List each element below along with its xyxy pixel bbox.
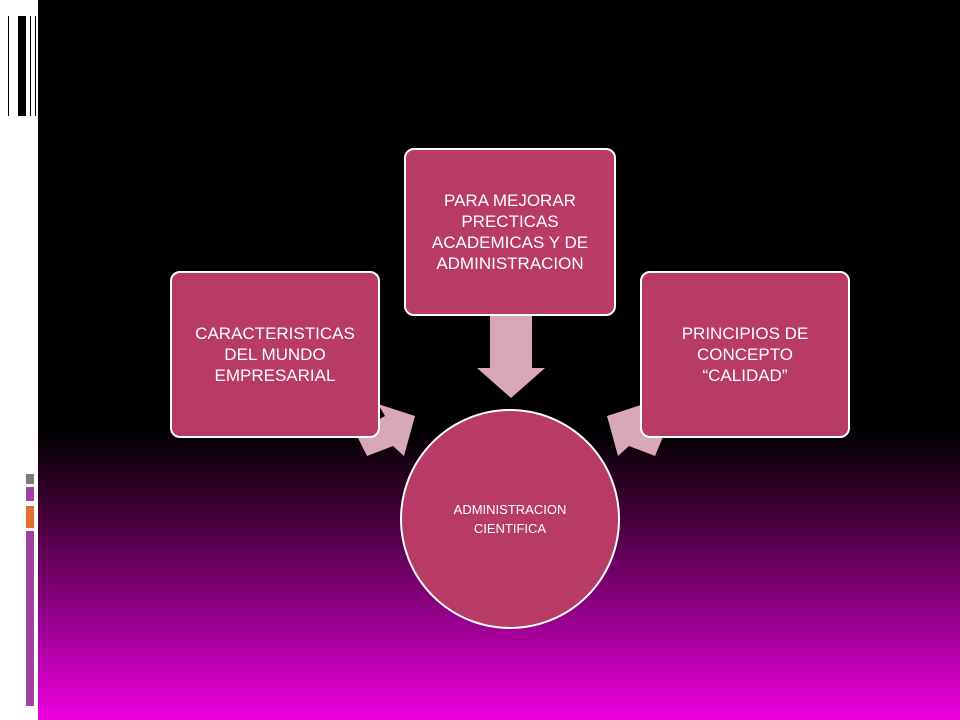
deco-square-orange [26,506,34,528]
arrow-left [355,404,415,456]
deco-bar-2 [26,16,30,116]
node-top: PARA MEJORAR PRECTICAS ACADEMICAS Y DE A… [404,148,616,316]
deco-strip-purple [26,531,34,706]
deco-square-purple [26,487,34,501]
arrow-right [607,404,665,456]
node-left: CARACTERISTICAS DEL MUNDO EMPRESARIAL [170,271,380,438]
node-right: PRINCIPIOS DE CONCEPTO “CALIDAD” [640,271,850,438]
deco-bar-3 [31,16,35,116]
deco-square-gray [26,474,34,484]
center-node: ADMINISTRACION CIENTIFICA [400,409,620,629]
deco-bar-1 [8,16,14,116]
arrow-top [477,316,545,398]
